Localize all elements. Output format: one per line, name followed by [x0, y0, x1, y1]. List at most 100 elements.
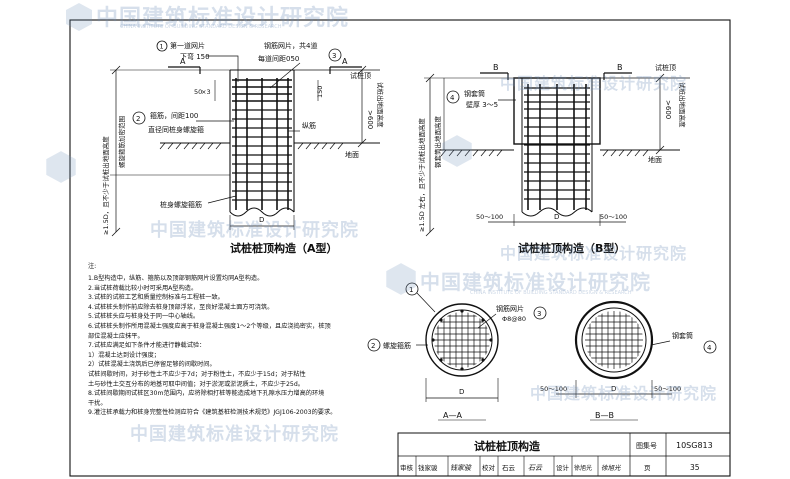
- left-vert-text-a1: ≥1.5D，且不少于试桩出地面高度: [101, 136, 110, 235]
- watermark-logo-icon: [66, 3, 92, 31]
- sleeve-label: 钢套筒: [672, 331, 693, 340]
- diagram-b-title: 试桩桩顶构造（B型）: [518, 241, 625, 255]
- watermark-text-5: 中国建筑标准设计研究院: [420, 270, 651, 294]
- pile-top-label-a: 试桩顶: [350, 71, 371, 80]
- atlas-label: 图集号: [636, 441, 657, 450]
- cut-label-b-right: B: [617, 63, 623, 72]
- note-line: 8.试桩间歇期间试桩区30m范围内，应将除相打桩等能造成地下孔隙水压力增高的环境: [88, 390, 325, 398]
- dim-x3: ×3: [201, 88, 211, 96]
- notes-heading: 注:: [88, 263, 97, 270]
- dim-left-b: 50～100: [476, 213, 503, 221]
- section-a-title: A—A: [443, 411, 462, 420]
- watermark-text-1: 中国建筑标准设计研究院: [96, 6, 350, 31]
- mesh-spec: Φ8@80: [502, 315, 526, 323]
- cut-label-a-left: A: [180, 57, 186, 66]
- cut-label-b-left: B: [493, 63, 499, 72]
- note-line: 2）试桩混凝土浇筑后已停留足够的间歇时间。: [88, 361, 216, 369]
- circle-2-section: 2: [371, 342, 375, 350]
- spiral-label: 桩身螺旋箍筋: [160, 200, 202, 209]
- circle-2-a: 2: [136, 115, 140, 123]
- dim-right-b: 50～100: [600, 213, 627, 221]
- watermark-text-3: 中国建筑标准设计研究院: [150, 220, 359, 241]
- note-line: 土与砂性土交互分布的地基可取中间值；对于淤泥或淤泥质土，不应少于25d。: [88, 380, 304, 388]
- dim-50: 50: [194, 88, 202, 96]
- note2-line2: 直径同桩身螺旋箍: [148, 125, 204, 134]
- section-b-title: B—B: [595, 411, 614, 420]
- spiral-label-section: 螺旋箍筋: [383, 341, 411, 350]
- dim-600-a: >600: [366, 110, 374, 129]
- pile-top-label-b: 试桩顶: [655, 63, 676, 72]
- diagram-a-title: 试桩桩顶构造（A型）: [230, 241, 338, 255]
- section-b-b: 4 钢套筒 50～100 D 50～100 B—B: [540, 300, 717, 421]
- note-line: 5.试桩桩头应与桩身处于同一中心轴线。: [88, 313, 200, 321]
- right-vert-text-a: 试桩出地面高度: [376, 82, 385, 128]
- watermark-text-2: 中国建筑标准设计研究院: [500, 74, 688, 93]
- checker-name: 石云: [502, 464, 516, 472]
- dim-left-section-b: 50～100: [540, 385, 567, 393]
- circle-1-a: 1: [160, 43, 164, 51]
- dim-d-b: D: [554, 213, 559, 221]
- checker-signature: 石云: [528, 464, 543, 472]
- page-label: 页: [644, 464, 651, 472]
- circle-1-section: 1: [409, 286, 413, 294]
- dim-600-b: >600: [664, 100, 672, 119]
- left-vert-text-a2: 螺旋箍筋加密范围: [117, 116, 126, 168]
- left-vert-text-b2: 钢套筒出地面高度: [433, 116, 442, 169]
- note1-line1: 第一道网片: [170, 41, 205, 50]
- note-line: 2.当试桩荷载比较小时可采用A型构造。: [88, 284, 198, 292]
- note-line: 6.试桩桩头制作所用混凝土强度应高于桩身混凝土强度1～2个等级，且应浇捣密实，桩…: [88, 323, 331, 330]
- watermark-logo-icon: [442, 135, 472, 167]
- note4-line1: 钢套筒: [464, 89, 485, 98]
- note4-line2: 壁厚 3～5: [466, 100, 498, 109]
- dim-d-a: D: [259, 216, 264, 224]
- note-line: 7.试桩应满足如下条件才能进行静载试验：: [88, 342, 206, 350]
- dim-d-section-a: D: [459, 388, 464, 396]
- designer-name: 徐旭光: [574, 464, 592, 472]
- diagram-b: B B: [417, 63, 690, 255]
- watermark-sub-1: CHINA INSTITUTE OF BUILDING STANDARD DES…: [120, 24, 282, 30]
- diagram-a: A A: [101, 40, 385, 255]
- note-line: 试桩间歇时间，对于砂性土不应少于7d；对于粉性土，不应少于15d；对于粘性: [88, 371, 306, 378]
- note-line: 4.试桩桩头制作前应除去桩身顶部浮浆，至良好混凝土面方可浇筑。: [88, 303, 274, 311]
- drawing-title: 试桩桩顶构造: [474, 439, 541, 453]
- note3-line2: 每道间距050: [258, 54, 299, 63]
- circle-4-section: 4: [707, 344, 712, 352]
- note1-line2: 下弯 150: [180, 52, 210, 61]
- cut-label-a-right: A: [342, 57, 348, 66]
- note-line: 1.B型构造中，纵筋、箍筋以及顶部钢筋网片设置均同A型构造。: [88, 275, 264, 282]
- watermark-logo-icon: [386, 263, 416, 295]
- reviewer-name: 钱家骏: [418, 463, 438, 472]
- longbar-label: 纵筋: [302, 121, 316, 130]
- watermark-text-4: 中国建筑标准设计研究院: [500, 244, 688, 263]
- circle-4-b: 4: [450, 94, 455, 102]
- circle-3-section: 3: [537, 310, 541, 318]
- design-label: 设计: [556, 463, 570, 472]
- designer-signature: 徐旭光: [601, 464, 621, 472]
- dim-150: 150: [316, 86, 324, 98]
- note-line: 9.灌注桩承载力和桩身完整性检测应符合《建筑基桩检测技术规范》JGJ106-20…: [88, 409, 337, 417]
- ground-label-a: 地面: [345, 150, 359, 159]
- title-block: [397, 432, 731, 477]
- dim-right-section-b: 50～100: [654, 385, 681, 393]
- ground-label-b: 地面: [648, 155, 662, 164]
- watermark-logo-icon: [46, 151, 76, 183]
- note3-line1: 钢筋网片，共4道: [264, 41, 317, 50]
- watermark-text-6: 中国建筑标准设计研究院: [130, 424, 339, 445]
- note-line: 干扰。: [88, 399, 107, 407]
- atlas-number: 10SG813: [676, 441, 713, 450]
- note-line: 1）混凝土达到设计强度；: [88, 351, 160, 359]
- watermark-text-7: 中国建筑标准设计研究院: [530, 384, 718, 403]
- note-line: 部位混凝土应抹平。: [88, 332, 144, 340]
- section-a-a: 1 3 钢筋网片 Φ8@80 2 螺旋箍筋 D A—A: [367, 282, 547, 421]
- dim-d-section-b: D: [611, 385, 616, 393]
- watermark-sub-5: CHINA INSTITUTE OF BUILDING STANDARD DES…: [470, 290, 632, 296]
- note-line: 3.试桩的试桩工艺和质量控制标准与工程桩一致。: [88, 294, 224, 302]
- mesh-label: 钢筋网片: [496, 304, 524, 313]
- reviewer-signature: 钱家骏: [450, 464, 472, 472]
- note2-line1: 箍筋，间距100: [150, 111, 198, 120]
- review-label: 审核: [400, 463, 414, 472]
- circle-3-a: 3: [332, 52, 336, 60]
- left-vert-text-b1: ≥1.5D 左右，且不少于试桩出地面高度: [417, 118, 426, 232]
- page-number: 35: [690, 463, 700, 472]
